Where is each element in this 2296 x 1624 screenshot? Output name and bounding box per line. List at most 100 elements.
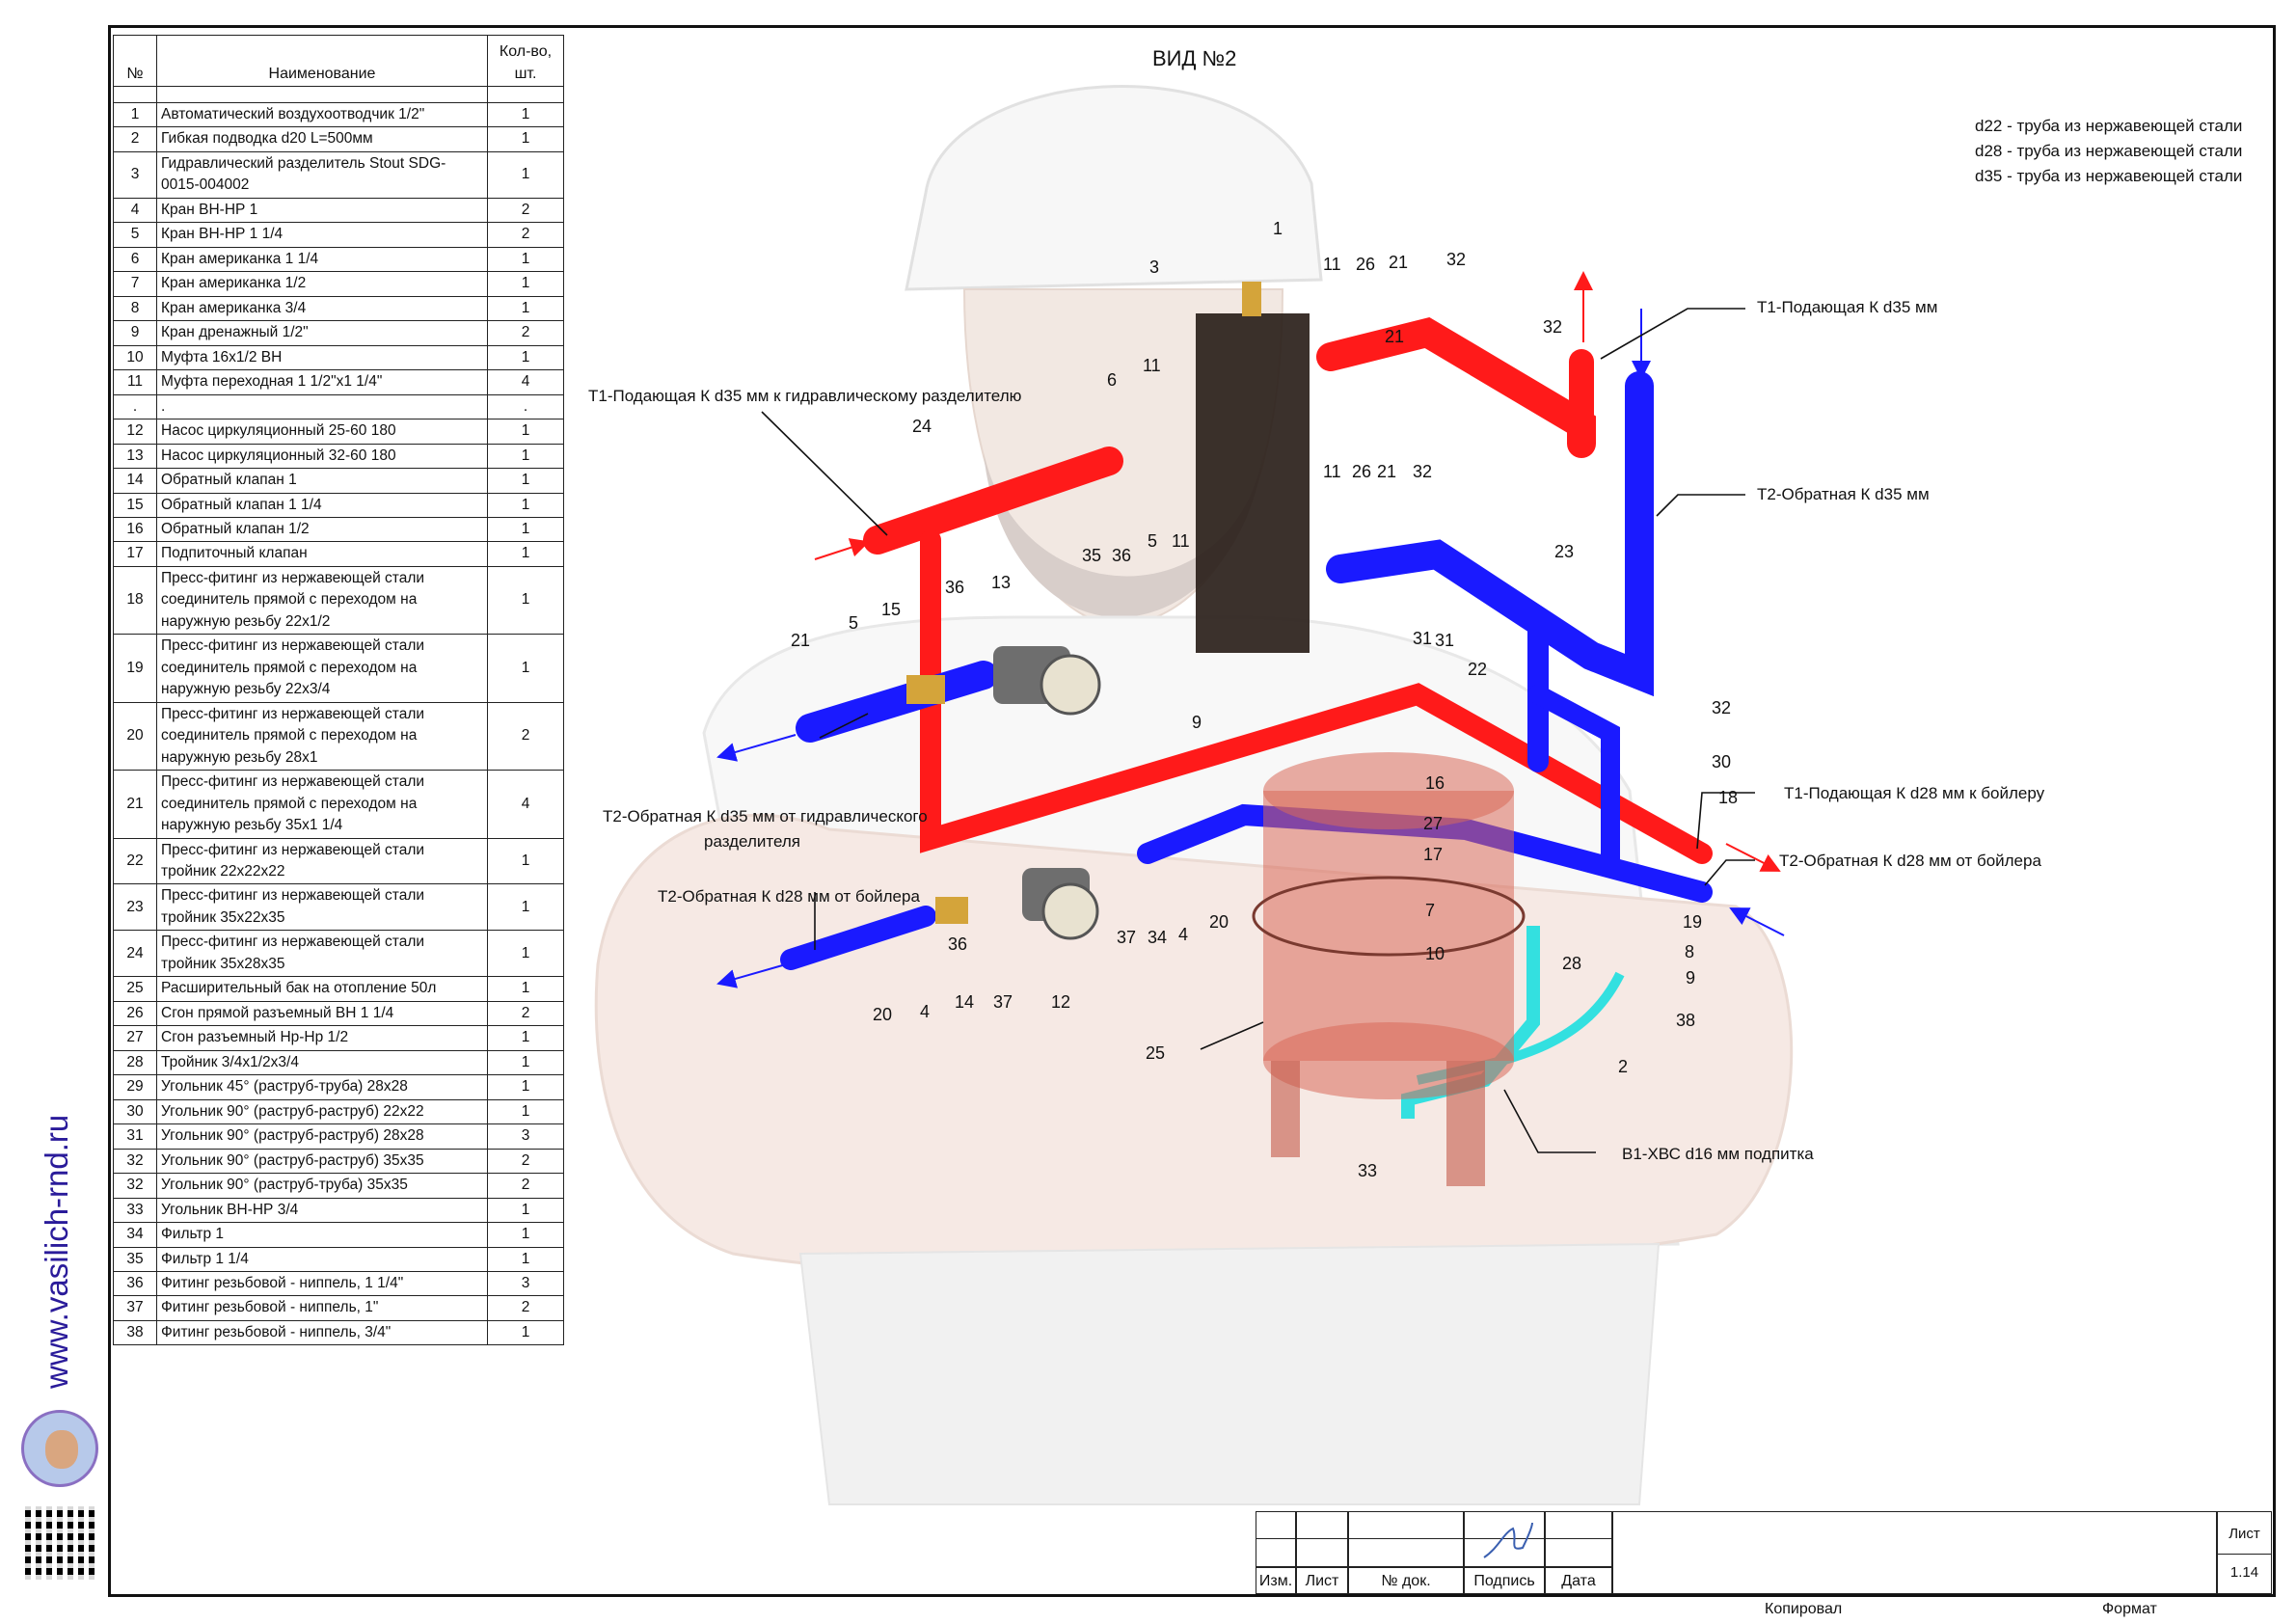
part-label: 33 [1358, 1161, 1377, 1180]
spec-cell-qty: 1 [487, 101, 564, 128]
part-label: 17 [1423, 845, 1443, 864]
spec-cell-name: Гибкая подводка d20 L=500мм [156, 126, 488, 152]
spec-cell-qty: 1 [487, 246, 564, 273]
spec-cell-qty: 1 [487, 468, 564, 494]
spec-cell-qty: 1 [487, 837, 564, 885]
tb-date: Дата [1545, 1567, 1612, 1594]
return-piping [780, 371, 1713, 970]
spec-cell-qty: 1 [487, 541, 564, 567]
spec-cell-number: 34 [113, 1222, 157, 1248]
part-label: 28 [1562, 954, 1581, 973]
spec-cell-number: 25 [113, 976, 157, 1002]
part-label: 35 [1082, 546, 1101, 565]
spec-cell-number: 33 [113, 1197, 157, 1224]
pumps [906, 646, 1101, 940]
spec-row: ... [113, 393, 564, 420]
spec-cell-qty: 1 [487, 150, 564, 199]
spec-cell-name: Пресс-фитинг из нержавеющей стали тройни… [156, 883, 488, 932]
spec-cell-name: Пресс-фитинг из нержавеющей стали соедин… [156, 634, 488, 703]
part-label: 11 [1323, 255, 1341, 274]
spec-cell-name: Муфта переходная 1 1/2"х1 1/4" [156, 369, 488, 395]
tb-list: Лист [1296, 1567, 1348, 1594]
part-label: 18 [1718, 788, 1738, 807]
part-label: 13 [991, 573, 1011, 592]
title-block-grid: Изм. Лист № док. Подпись Дата [1256, 1511, 1612, 1594]
spec-cell-qty: 2 [487, 222, 564, 248]
part-label: 26 [1356, 255, 1375, 274]
qr-code-icon [25, 1506, 98, 1580]
spec-cell-qty: 1 [487, 1049, 564, 1076]
part-label: 1 [1273, 219, 1283, 238]
spec-cell-number: 16 [113, 516, 157, 543]
spec-cell-qty: 1 [487, 883, 564, 932]
spec-cell-number: 38 [113, 1319, 157, 1346]
part-label: 16 [1425, 773, 1445, 793]
part-label: 20 [1209, 912, 1229, 932]
logo-avatar-icon [21, 1410, 98, 1487]
part-label: 22 [1468, 660, 1487, 679]
part-label: 11 [1323, 462, 1341, 481]
part-label: 25 [1146, 1043, 1165, 1063]
part-label: 12 [1051, 992, 1070, 1012]
part-label: 5 [1148, 531, 1157, 551]
part-label: 14 [955, 992, 974, 1012]
spec-cell-qty: 4 [487, 770, 564, 839]
title-block: Изм. Лист № док. Подпись Дата Лист 1.14 [1256, 1511, 2272, 1594]
legend-item: d35 - труба из нержавеющей стали [1975, 167, 2243, 185]
spec-cell-name: Кран ВН-НР 1 [156, 197, 488, 224]
spec-cell-name: Кран американка 1 1/4 [156, 246, 488, 273]
spec-cell-qty: 1 [487, 1074, 564, 1100]
tb-sheet-label: Лист [2228, 1526, 2260, 1542]
tb-sheet-no: 1.14 [2218, 1554, 2271, 1581]
part-label: 4 [1178, 925, 1188, 944]
spec-cell-qty: . [487, 393, 564, 420]
signature-icon [1483, 1522, 1533, 1558]
spec-cell-number: 2 [113, 126, 157, 152]
part-label: 11 [1172, 531, 1190, 551]
part-label: 36 [1112, 546, 1131, 565]
air-vent-valve [1242, 282, 1261, 316]
spec-cell-name: Фитинг резьбовой - ниппель, 1 1/4" [156, 1270, 488, 1297]
part-label: 31 [1413, 629, 1432, 648]
part-label: 15 [881, 600, 901, 619]
part-label: 23 [1554, 542, 1574, 561]
spec-cell-name: Угольник 90° (раструб-труба) 35х35 [156, 1173, 488, 1199]
spec-cell-number: 11 [113, 369, 157, 395]
expansion-tank [1252, 752, 1526, 1186]
spec-cell-number: 32 [113, 1148, 157, 1175]
callout-t1-boiler: Т1-Подающая К d28 мм к бойлеру [1784, 784, 2045, 802]
spec-cell-name: Пресс-фитинг из нержавеющей стали соедин… [156, 701, 488, 771]
part-label: 4 [920, 1002, 930, 1021]
spec-cell-qty: 1 [487, 1246, 564, 1272]
part-label: 3 [1149, 257, 1159, 277]
part-label: 7 [1425, 901, 1435, 920]
callout-t2-separator-1: Т2-Обратная К d35 мм от гидравлического [603, 807, 928, 826]
spec-cell-number: 13 [113, 443, 157, 470]
part-label: 24 [912, 417, 932, 436]
spec-cell-name: Автоматический воздухоотводчик 1/2" [156, 101, 488, 128]
spec-cell-name: Сгон прямой разъемный ВН 1 1/4 [156, 1000, 488, 1027]
spec-cell-number: 35 [113, 1246, 157, 1272]
callout-t2-main: Т2-Обратная К d35 мм [1757, 485, 1930, 503]
hydraulic-separator [1196, 313, 1310, 653]
spec-cell-name: Пресс-фитинг из нержавеющей стали соедин… [156, 770, 488, 839]
tb-doc: № док. [1348, 1567, 1464, 1594]
spec-cell-qty: 2 [487, 701, 564, 771]
part-label: 26 [1352, 462, 1371, 481]
spec-cell-number: 29 [113, 1074, 157, 1100]
